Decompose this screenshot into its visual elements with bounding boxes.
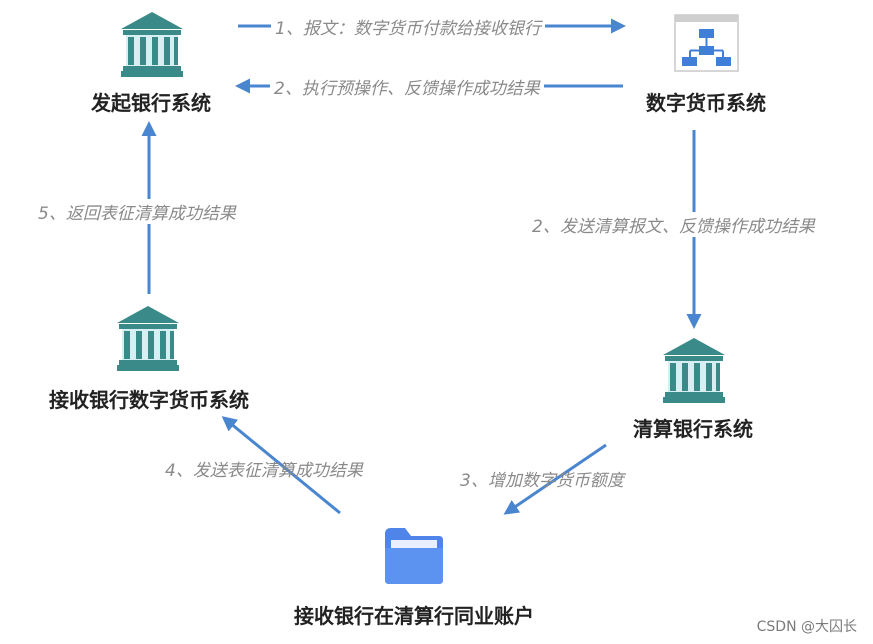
edge-label-5: 5、返回表征清算成功结果	[34, 199, 240, 224]
edge-label-1: 1、报文：数字货币付款给接收银行	[271, 14, 545, 39]
bank-icon	[663, 338, 725, 403]
flowchart-icon	[674, 14, 739, 72]
folder-icon	[385, 528, 443, 584]
bank-icon	[121, 12, 183, 77]
arrow-4	[221, 416, 341, 515]
node-receiving-account: 接收银行在清算行同业账户	[294, 604, 534, 628]
bank-icon	[117, 306, 179, 371]
edge-label-4: 4、发送表征清算成功结果	[165, 461, 363, 481]
edge-label-3: 3、增加数字货币额度	[460, 471, 624, 491]
edge-label-2b: 2、发送清算报文、反馈操作成功结果	[528, 212, 819, 237]
arrow-3	[503, 443, 607, 515]
node-receiving-bank: 接收银行数字货币系统	[49, 388, 249, 412]
watermark: CSDN @大囚长	[756, 619, 857, 635]
edge-label-2a: 2、执行预操作、反馈操作成功结果	[270, 74, 544, 99]
node-clearing-bank: 清算银行系统	[633, 417, 753, 441]
node-initiating-bank: 发起银行系统	[91, 91, 211, 115]
node-dcp-system: 数字货币系统	[646, 91, 766, 115]
